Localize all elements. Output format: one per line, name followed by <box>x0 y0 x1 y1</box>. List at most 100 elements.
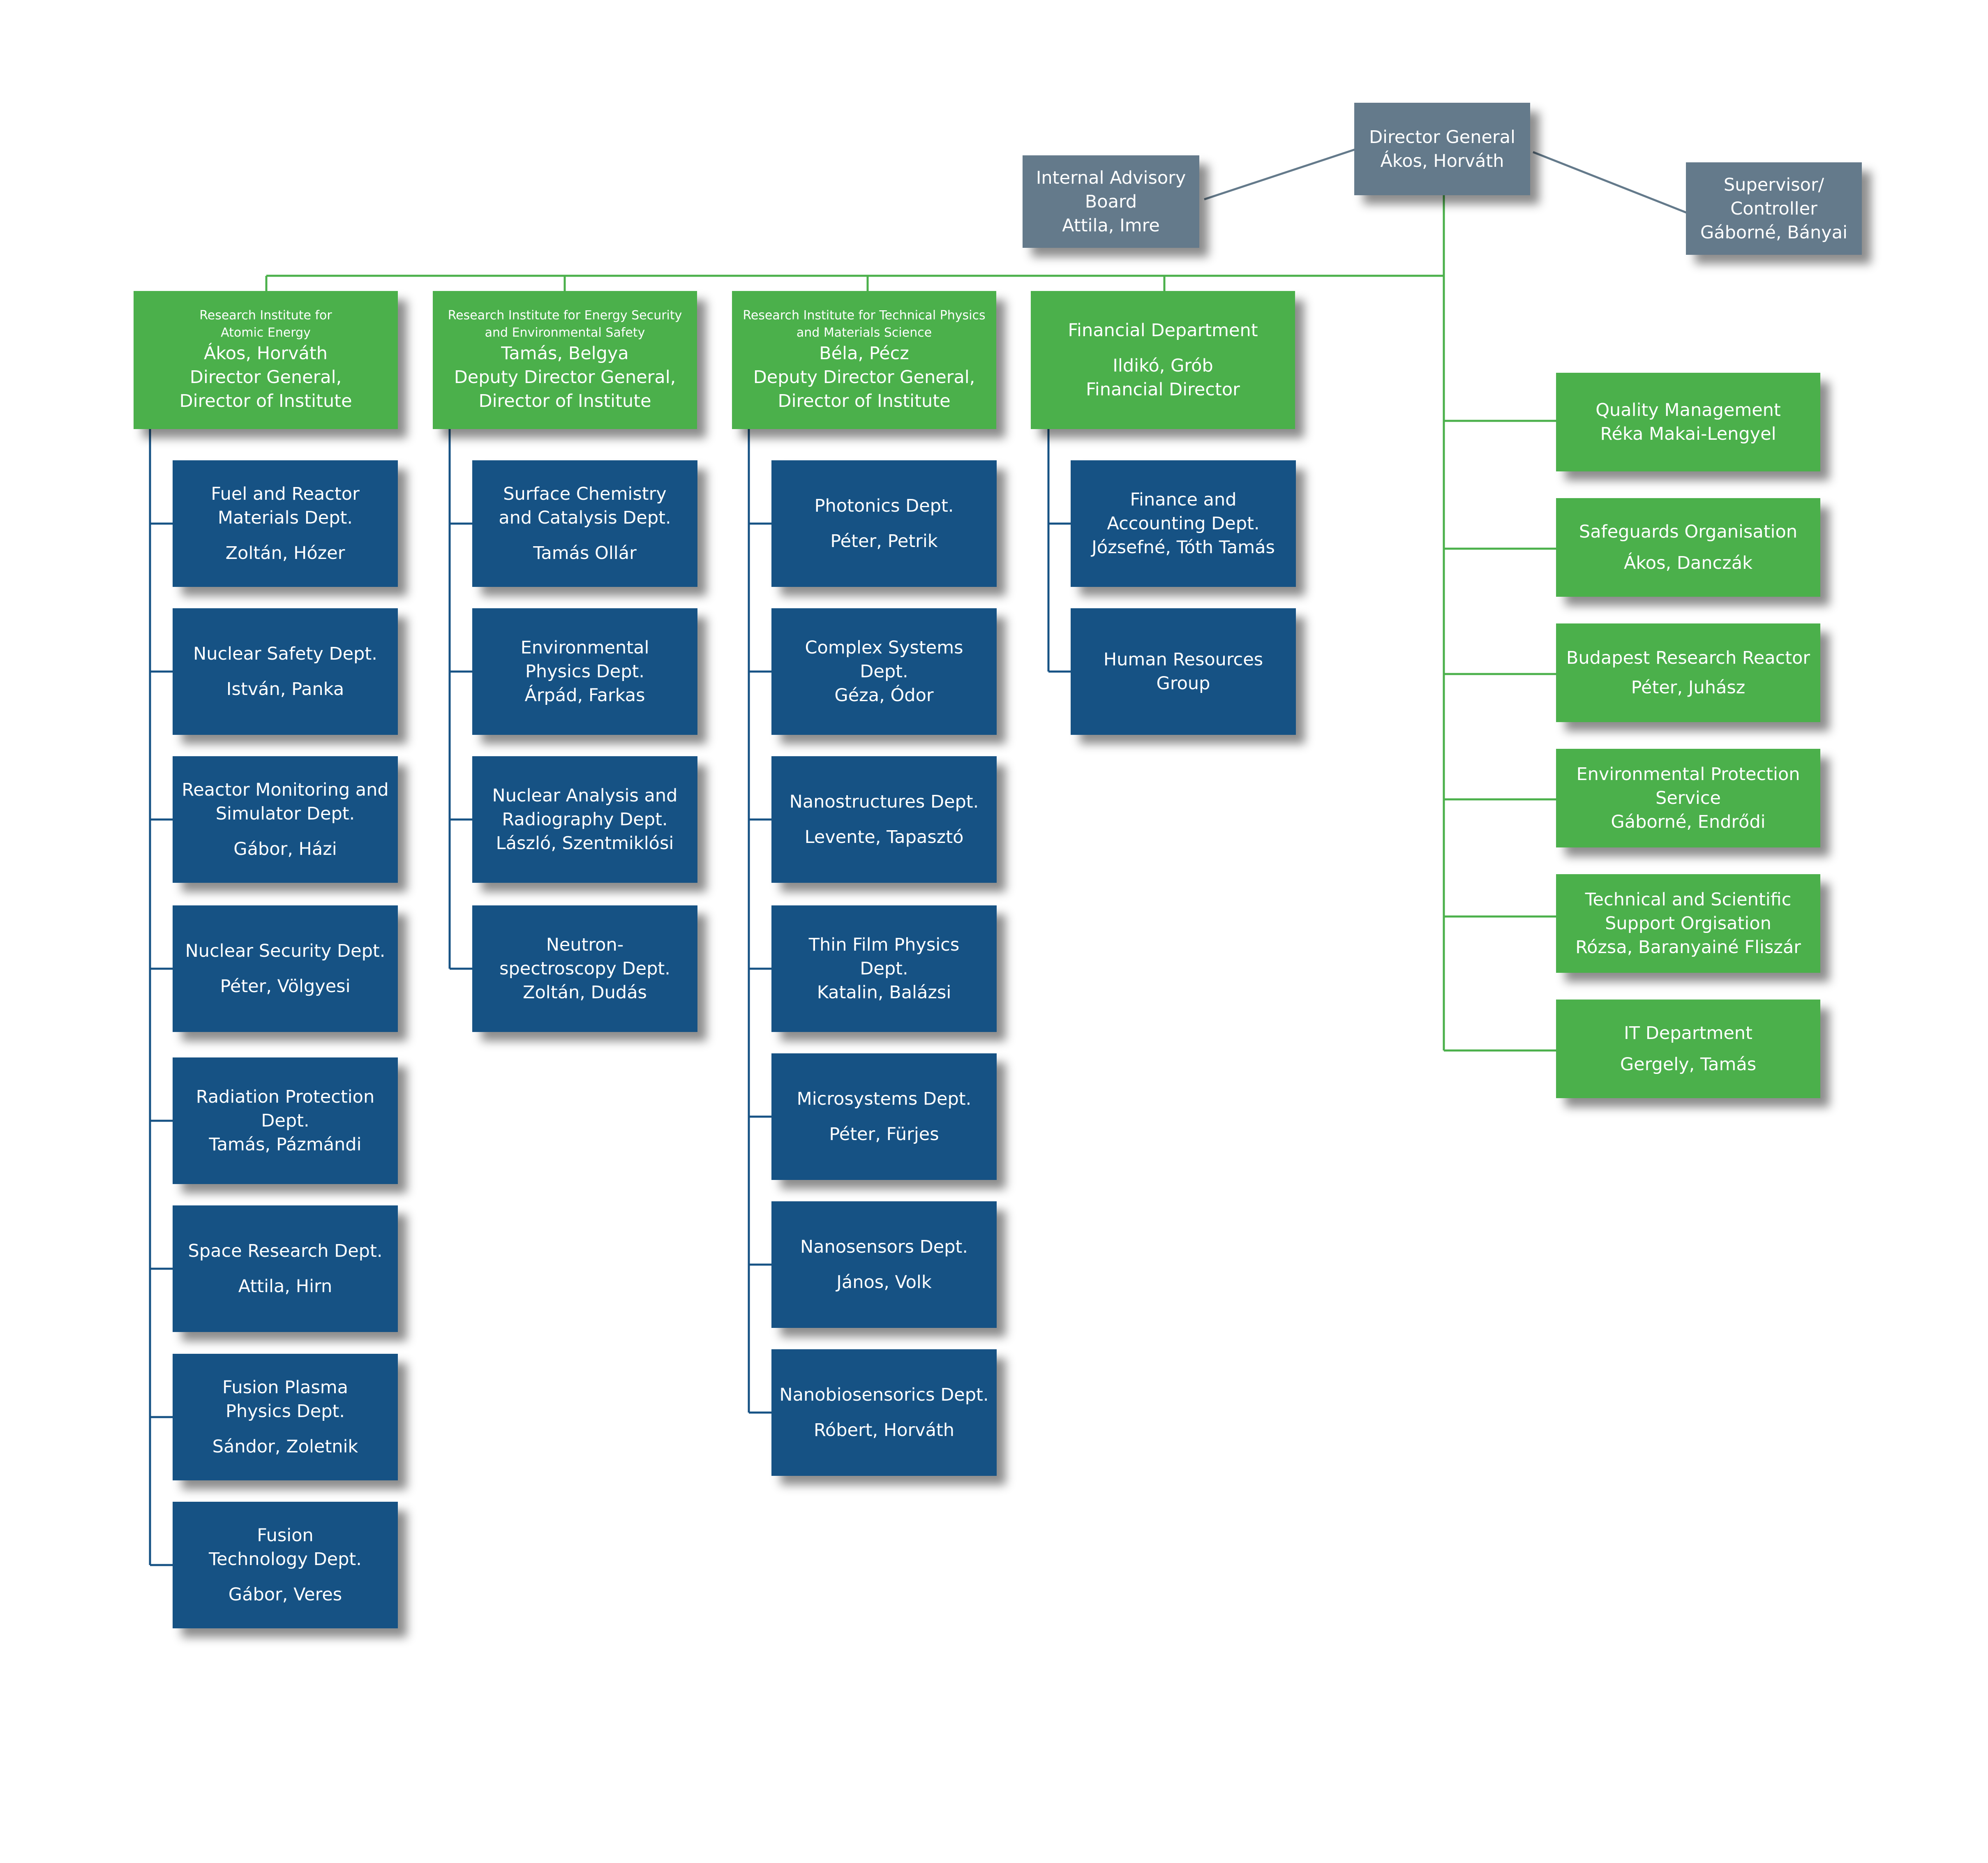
unit-title-line1: Quality Management <box>1595 400 1781 420</box>
dept-fuel-reactor-materials[interactable]: Fuel and Reactor Materials Dept. Zoltán,… <box>173 460 398 587</box>
unit-title-line1: Technical and Scientific <box>1585 889 1792 910</box>
dept-head: Géza, Ódor <box>834 685 934 706</box>
dept-radiation-protection[interactable]: Radiation Protection Dept. Tamás, Pázmán… <box>173 1057 398 1184</box>
institute-title-line2: Atomic Energy <box>221 326 311 340</box>
director-general-name: Ákos, Horváth <box>1380 150 1504 171</box>
board-name: Attila, Imre <box>1062 215 1160 236</box>
financial-head-name: Ildikó, Grób <box>1113 356 1213 376</box>
unit-technical-scientific-support[interactable]: Technical and Scientific Support Orgisat… <box>1556 874 1820 973</box>
dept-head: Péter, Petrik <box>830 531 938 552</box>
dept-title-line2: Dept. <box>860 958 908 979</box>
unit-environmental-protection[interactable]: Environmental Protection Service Gáborné… <box>1556 749 1820 847</box>
dept-nanostructures[interactable]: Nanostructures Dept. Levente, Tapasztó <box>771 756 997 883</box>
dept-fusion-technology[interactable]: Fusion Technology Dept. Gábor, Veres <box>173 1502 398 1628</box>
dept-nuclear-security[interactable]: Nuclear Security Dept. Péter, Völgyesi <box>173 905 398 1032</box>
dept-title-line1: Fusion <box>257 1525 314 1546</box>
dept-thin-film-physics[interactable]: Thin Film Physics Dept. Katalin, Balázsi <box>771 905 997 1032</box>
unit-title-line1: Budapest Research Reactor <box>1566 648 1810 668</box>
unit-it-department[interactable]: IT Department Gergely, Tamás <box>1556 1000 1820 1098</box>
dept-title-line2: Simulator Dept. <box>215 803 355 824</box>
institute-head-role-line2: Director of Institute <box>478 391 651 411</box>
dept-title-line1: Microsystems Dept. <box>797 1089 972 1109</box>
dept-space-research[interactable]: Space Research Dept. Attila, Hirn <box>173 1205 398 1332</box>
dept-fusion-plasma-physics[interactable]: Fusion Plasma Physics Dept. Sándor, Zole… <box>173 1354 398 1480</box>
unit-head: Péter, Juhász <box>1631 677 1746 698</box>
dept-head: Péter, Fürjes <box>829 1124 939 1145</box>
institute-atomic-energy-box[interactable]: Research Institute for Atomic Energy Áko… <box>134 291 398 429</box>
dept-title-line2: Dept. <box>261 1110 309 1131</box>
dept-title-line1: Nuclear Analysis and <box>492 785 678 806</box>
dept-nuclear-analysis[interactable]: Nuclear Analysis and Radiography Dept. L… <box>472 756 697 883</box>
unit-head: Ákos, Danczák <box>1623 553 1752 573</box>
dept-head: Tamás, Pázmándi <box>209 1134 362 1155</box>
dept-title-line1: Surface Chemistry <box>503 484 667 504</box>
dept-nanosensors[interactable]: Nanosensors Dept. János, Volk <box>771 1201 997 1328</box>
dept-complex-systems[interactable]: Complex Systems Dept. Géza, Ódor <box>771 608 997 735</box>
director-general-box[interactable]: Director General Ákos, Horváth <box>1354 103 1530 195</box>
dept-head: Péter, Völgyesi <box>220 976 351 997</box>
institute-head-role-line1: Director General, <box>189 367 342 388</box>
dept-microsystems[interactable]: Microsystems Dept. Péter, Fürjes <box>771 1053 997 1180</box>
director-general-title: Director General <box>1369 127 1515 148</box>
dept-title-line2: Accounting Dept. <box>1107 513 1260 534</box>
dept-title-line2: Materials Dept. <box>217 508 353 528</box>
institute-title-line1: Research Institute for Energy Security <box>448 308 682 323</box>
institute-head-name: Ákos, Horváth <box>203 343 328 364</box>
dept-title-line1: Nanostructures Dept. <box>789 792 979 812</box>
dept-title-line1: Photonics Dept. <box>814 496 954 516</box>
dept-title-line2: Radiography Dept. <box>502 809 668 830</box>
dept-head: Zoltán, Dudás <box>523 982 647 1003</box>
dept-title-line2: Technology Dept. <box>209 1549 362 1570</box>
institute-title-line1: Research Institute for <box>199 308 332 323</box>
dept-title-line1: Thin Film Physics <box>808 935 960 955</box>
board-title-line2: Board <box>1085 191 1137 212</box>
dept-photonics[interactable]: Photonics Dept. Péter, Petrik <box>771 460 997 587</box>
dept-title-line2: Dept. <box>860 661 908 682</box>
unit-budapest-research-reactor[interactable]: Budapest Research Reactor Péter, Juhász <box>1556 623 1820 722</box>
dept-head: Gábor, Házi <box>233 839 337 859</box>
dept-environmental-physics[interactable]: Environmental Physics Dept. Árpád, Farka… <box>472 608 697 735</box>
unit-head: Rózsa, Baranyainé Fliszár <box>1575 937 1801 958</box>
financial-head-role: Financial Director <box>1086 379 1240 400</box>
dept-title-line1: Finance and <box>1130 489 1237 510</box>
dept-title-line1: Reactor Monitoring and <box>182 780 389 800</box>
dept-title-line1: Nanobiosensorics Dept. <box>779 1385 989 1405</box>
dept-title-line1: Environmental <box>520 637 649 658</box>
institute-title-line2: and Materials Science <box>796 326 932 340</box>
unit-quality-management[interactable]: Quality Management Réka Makai-Lengyel <box>1556 373 1820 471</box>
institute-head-role-line2: Director of Institute <box>778 391 951 411</box>
unit-safeguards-organisation[interactable]: Safeguards Organisation Ákos, Danczák <box>1556 498 1820 597</box>
dept-title-line2: Group <box>1156 673 1210 694</box>
dept-head: Róbert, Horváth <box>813 1420 955 1441</box>
connector-board <box>1204 147 1359 201</box>
dept-head: Józsefné, Tóth Tamás <box>1092 537 1275 558</box>
institute-energy-security-box[interactable]: Research Institute for Energy Security a… <box>433 291 697 429</box>
dept-head: Attila, Hirn <box>238 1276 332 1297</box>
dept-head: János, Volk <box>836 1272 932 1293</box>
dept-title-line2: Physics Dept. <box>525 661 645 682</box>
dept-head: Sándor, Zoletnik <box>212 1436 358 1457</box>
institute-head-name: Tamás, Belgya <box>501 343 629 364</box>
financial-department-box[interactable]: Financial Department Ildikó, Grób Financ… <box>1031 291 1295 429</box>
dept-head: Zoltán, Hózer <box>225 543 345 563</box>
connector-supervisor <box>1533 151 1690 215</box>
dept-neutron-spectroscopy[interactable]: Neutron- spectroscopy Dept. Zoltán, Dudá… <box>472 905 697 1032</box>
dept-human-resources[interactable]: Human Resources Group <box>1071 608 1296 735</box>
dept-reactor-monitoring[interactable]: Reactor Monitoring and Simulator Dept. G… <box>173 756 398 883</box>
dept-title-line2: spectroscopy Dept. <box>499 958 670 979</box>
dept-nuclear-safety[interactable]: Nuclear Safety Dept. István, Panka <box>173 608 398 735</box>
internal-advisory-board-box[interactable]: Internal Advisory Board Attila, Imre <box>1023 155 1199 248</box>
dept-title-line2: Physics Dept. <box>225 1401 345 1422</box>
institute-title-line1: Research Institute for Technical Physics <box>743 308 986 323</box>
institute-technical-physics-box[interactable]: Research Institute for Technical Physics… <box>732 291 996 429</box>
unit-head: Gergely, Tamás <box>1620 1054 1757 1075</box>
dept-surface-chemistry[interactable]: Surface Chemistry and Catalysis Dept. Ta… <box>472 460 697 587</box>
dept-nanobiosensorics[interactable]: Nanobiosensorics Dept. Róbert, Horváth <box>771 1349 997 1476</box>
dept-title-line1: Complex Systems <box>805 637 963 658</box>
supervisor-box[interactable]: Supervisor/ Controller Gáborné, Bányai <box>1686 162 1862 255</box>
unit-title-line1: Environmental Protection <box>1576 764 1800 785</box>
dept-head: Tamás Ollár <box>533 543 637 563</box>
dept-finance-accounting[interactable]: Finance and Accounting Dept. Józsefné, T… <box>1071 460 1296 587</box>
